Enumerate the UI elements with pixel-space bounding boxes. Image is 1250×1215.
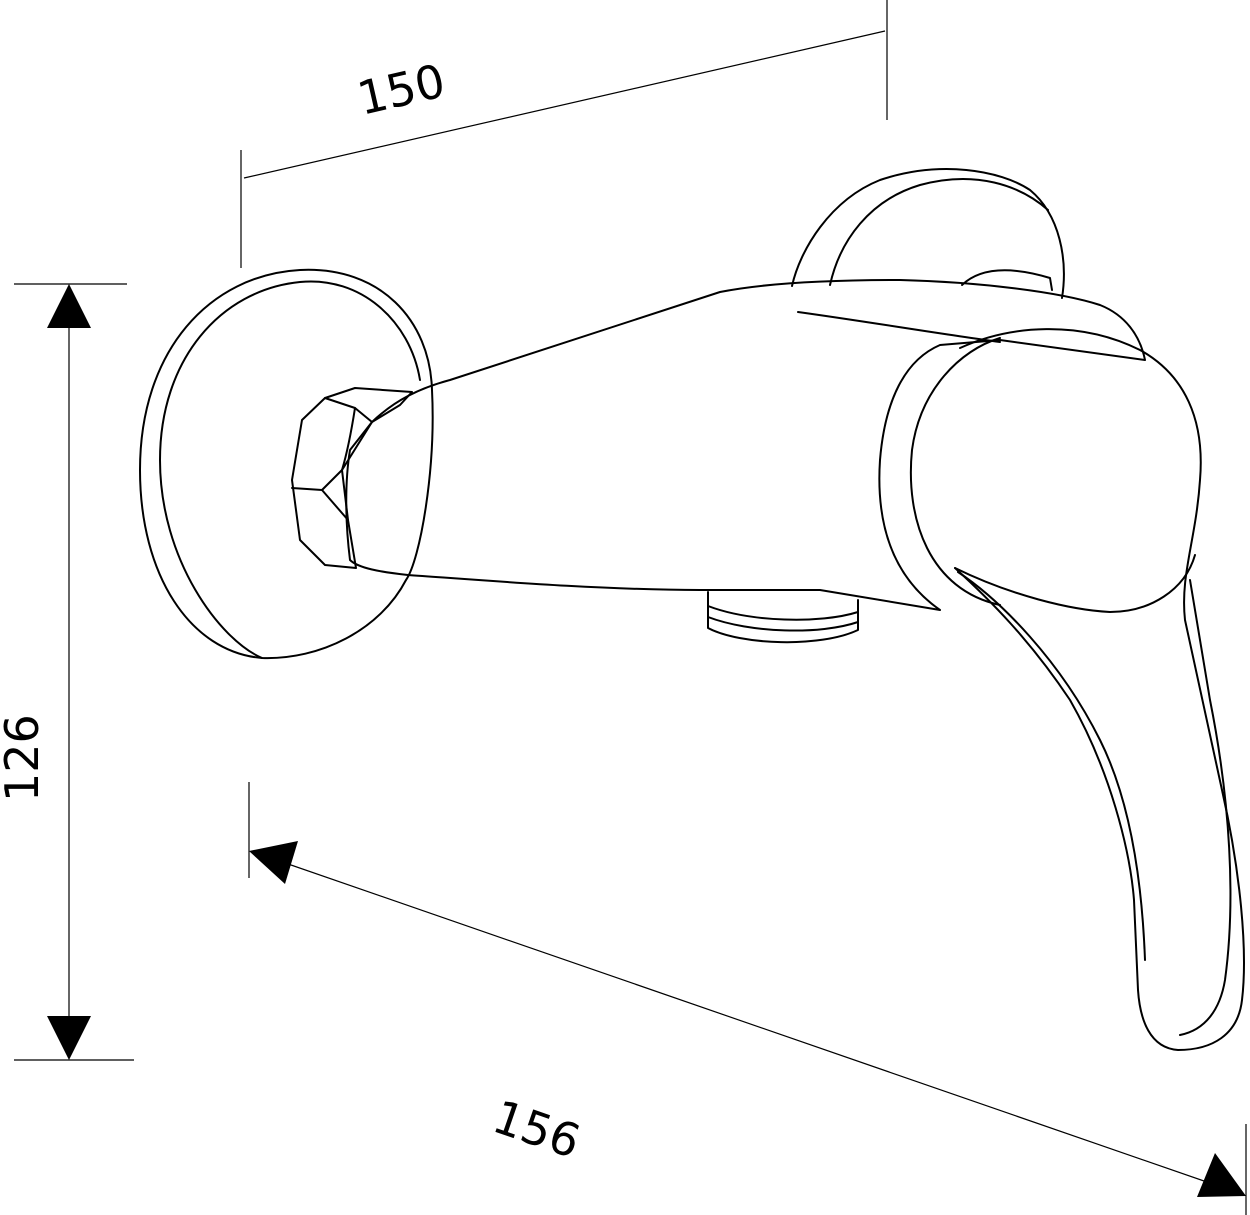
arrow-right-icon bbox=[1197, 1153, 1246, 1197]
dimension-line-150 bbox=[243, 30, 886, 179]
arrow-left-icon bbox=[249, 841, 298, 884]
dimension-150: 150 bbox=[240, 0, 888, 268]
dimension-label-150: 150 bbox=[352, 53, 450, 125]
hex-connector bbox=[291, 387, 413, 569]
left-flange bbox=[139, 268, 434, 660]
arrow-down-icon bbox=[47, 1016, 91, 1060]
lever-handle bbox=[909, 328, 1245, 1051]
threaded-outlet bbox=[707, 591, 859, 644]
mixer-body bbox=[345, 168, 1146, 611]
arrow-up-icon bbox=[47, 284, 91, 328]
dimension-label-126: 126 bbox=[0, 714, 49, 802]
faucet-illustration bbox=[139, 168, 1245, 1051]
dimension-label-156: 156 bbox=[486, 1089, 587, 1169]
dimension-126: 126 bbox=[0, 283, 134, 1061]
dimension-line-156 bbox=[264, 855, 1231, 1191]
dimension-156: 156 bbox=[248, 782, 1247, 1215]
